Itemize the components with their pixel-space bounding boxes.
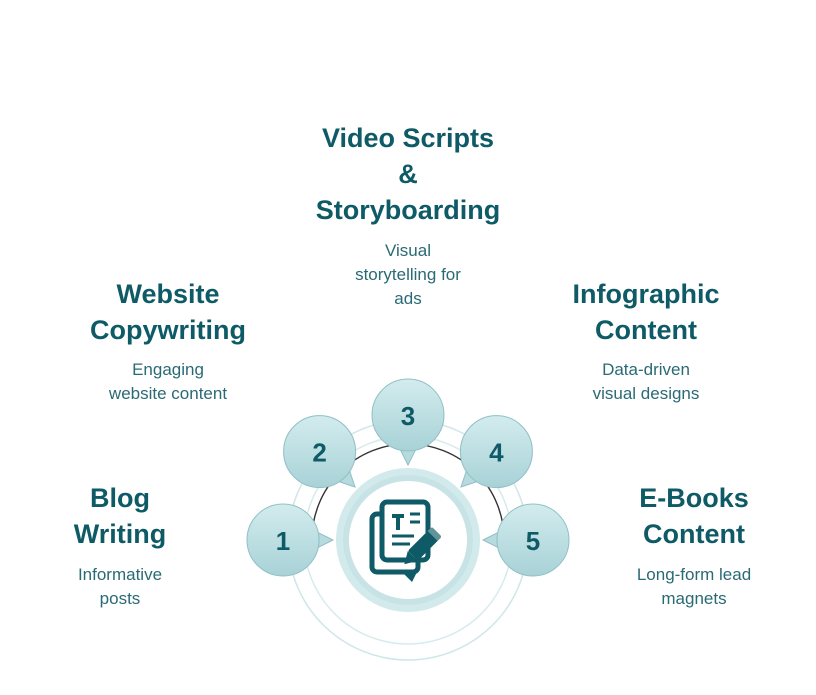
item-description-5: Long-form lead magnets xyxy=(637,563,751,611)
item-title-3: Video Scripts & Storyboarding xyxy=(316,120,501,228)
step-bubble-4: 4 xyxy=(459,415,533,489)
item-description-1: Informative posts xyxy=(78,563,162,611)
title-line: Website xyxy=(116,279,220,309)
step-bubble-1: 1 xyxy=(246,503,335,577)
bubble-circle xyxy=(459,415,533,489)
item-description-2: Engaging website content xyxy=(109,358,227,406)
bubble-circle xyxy=(283,415,357,489)
step-number: 5 xyxy=(526,526,540,556)
title-line: E-Books xyxy=(639,483,749,513)
description-line: ads xyxy=(394,289,422,308)
title-line: Copywriting xyxy=(90,315,246,345)
bubble-circle xyxy=(246,503,320,577)
bubble-circle xyxy=(371,378,445,452)
description-line: website content xyxy=(108,384,228,403)
step-number: 2 xyxy=(312,438,326,468)
title-line: & xyxy=(398,159,418,189)
bubble-circle xyxy=(496,503,570,577)
content-writing-icon xyxy=(369,499,442,582)
step-number: 1 xyxy=(276,526,290,556)
description-line: storytelling for xyxy=(355,265,461,284)
description-line: magnets xyxy=(661,589,727,608)
item-description-3: Visual storytelling for ads xyxy=(355,239,461,311)
step-bubble-3: 3 xyxy=(371,378,445,467)
description-line: Visual xyxy=(384,241,431,260)
title-line: Content xyxy=(643,519,745,549)
step-number: 4 xyxy=(489,438,504,468)
title-line: Infographic xyxy=(572,279,720,309)
title-line: Storyboarding xyxy=(315,195,501,225)
title-line: Writing xyxy=(73,519,167,549)
step-number: 3 xyxy=(401,401,415,431)
item-description-4: Data-driven visual designs xyxy=(593,358,700,406)
title-line: Blog xyxy=(89,483,150,513)
step-bubble-5: 5 xyxy=(481,503,570,577)
step-bubble-2: 2 xyxy=(283,415,357,489)
description-line: Informative xyxy=(77,565,163,584)
description-line: Long-form lead xyxy=(636,565,752,584)
title-line: Video Scripts xyxy=(321,123,495,153)
description-line: Data-driven xyxy=(602,360,690,379)
title-line: Content xyxy=(595,315,697,345)
description-line: posts xyxy=(99,589,141,608)
description-line: visual designs xyxy=(592,384,700,403)
description-line: Engaging xyxy=(132,360,204,379)
